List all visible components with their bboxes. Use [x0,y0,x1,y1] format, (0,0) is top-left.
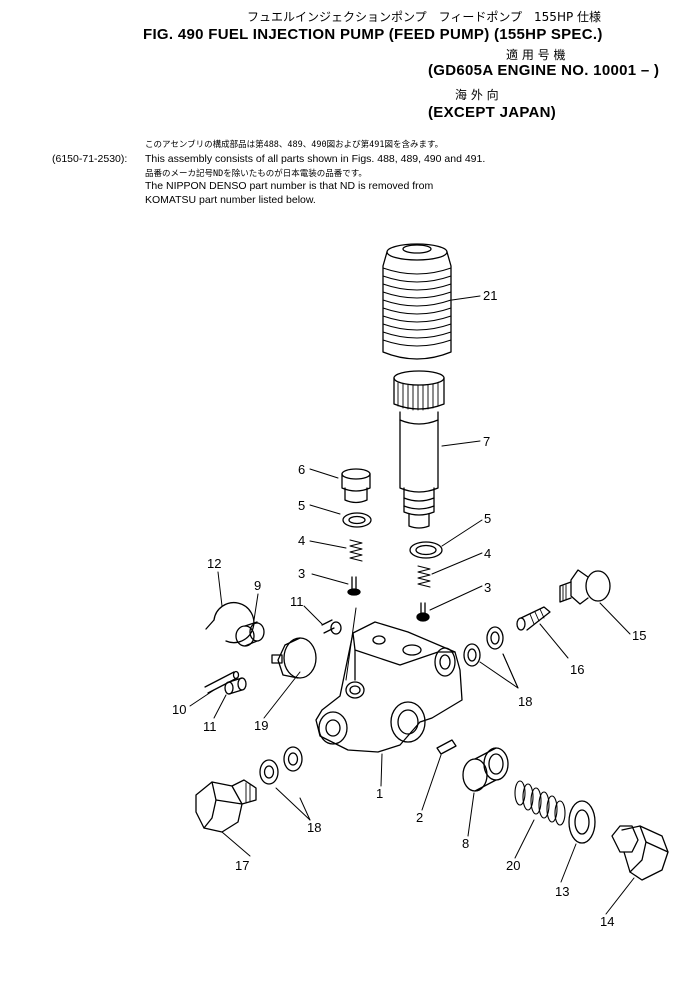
part-bolt-lower-left [195,779,257,833]
applicable-label-japanese: 適 用 号 機 [506,48,566,62]
callout-10: 10 [172,702,186,717]
part-boot [382,243,452,360]
note-japanese-1: このアセンブリの構成部品は第488、489、490図および第491図を含みます。 [145,140,444,150]
part-snap-ring [213,601,255,644]
callout-12: 12 [207,556,221,571]
callout-18-lower: 18 [307,820,321,835]
callout-9: 9 [254,578,261,593]
callout-16: 16 [570,662,584,677]
part-gasket-right [409,541,443,559]
figure-title: FIG. 490 FUEL INJECTION PUMP (FEED PUMP)… [143,26,603,43]
part-washer-c [259,759,279,785]
callout-4-left: 4 [298,533,305,548]
callout-3-left: 3 [298,566,305,581]
part-gasket-left [342,512,372,528]
callout-20: 20 [506,858,520,873]
part-washer-d [283,746,303,772]
callout-4-right: 4 [484,546,491,561]
applicable-engine: (GD605A ENGINE NO. 10001 – ) [428,62,660,79]
part-valve-right [416,602,430,622]
callout-5-right: 5 [484,511,491,526]
note-english-3: KOMATSU part number listed below. [145,194,316,206]
callout-8: 8 [462,836,469,851]
part-cup [271,637,317,679]
callout-3-right: 3 [484,580,491,595]
callout-18-upper: 18 [518,694,532,709]
callout-11-upper: 11 [290,594,304,609]
callout-21: 21 [483,288,497,303]
callout-11-lower: 11 [203,719,217,734]
part-large-spring [514,780,566,826]
callout-13: 13 [555,884,569,899]
part-priming-pump [393,370,445,529]
part-screw [516,606,551,631]
callout-5-left: 5 [298,498,305,513]
callout-1: 1 [376,786,383,801]
region-label-japanese: 海 外 向 [455,88,499,102]
part-plug [341,468,371,504]
note-japanese-2: 品番のメーカ記号NDを除いたものが日本電装の品番です。 [145,169,367,179]
part-bushing [235,621,265,647]
part-large-bushing [462,747,509,792]
part-dowel-pin [436,739,457,755]
part-bolt-upper-right [559,569,611,605]
part-bolt-lower-right [611,825,669,881]
callout-2: 2 [416,810,423,825]
note-english-2: The NIPPON DENSO part number is that ND … [145,180,434,192]
part-pump-body [315,621,463,753]
callout-17: 17 [235,858,249,873]
part-washer-a [463,643,481,667]
part-washer-b [486,626,504,650]
part-spring-left [349,539,363,562]
part-valve-left [347,576,361,596]
assembly-number: (6150-71-2530): [52,153,128,165]
part-spring-right [417,565,431,588]
callout-6: 6 [298,462,305,477]
callout-14: 14 [600,914,614,929]
note-english-1: This assembly consists of all parts show… [145,153,486,165]
part-pin-lower [224,677,247,695]
callout-15: 15 [632,628,646,643]
region-label: (EXCEPT JAPAN) [428,104,557,121]
part-pin-upper [321,619,342,635]
title-japanese: フュエルインジェクションポンプ フィードポンプ 155HP 仕様 [247,10,602,24]
callout-19: 19 [254,718,268,733]
part-large-gasket [568,800,596,844]
callout-7: 7 [483,434,490,449]
